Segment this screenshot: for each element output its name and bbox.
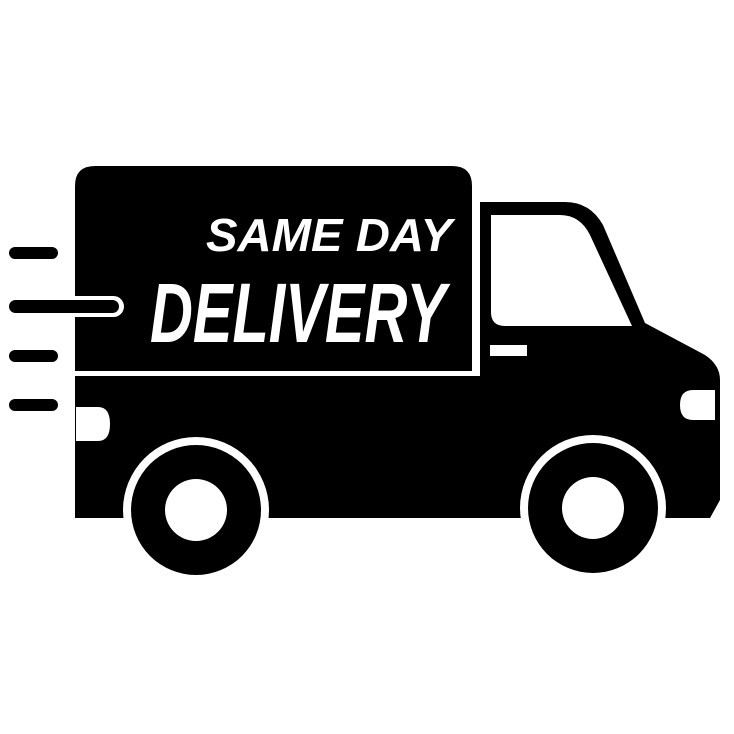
cargo-box [75,166,472,372]
rear-light-icon [76,407,110,441]
speed-lines-icon [9,247,58,411]
label-delivery: DELIVERY [150,266,451,360]
label-same-day: SAME DAY [206,209,456,261]
front-wheel-icon [520,435,666,581]
headlight-icon [680,390,715,420]
speed-line-long [9,296,124,317]
separator-line [75,371,480,376]
rear-wheel-icon [123,437,269,583]
door-handle [490,345,527,356]
cab-window [491,215,632,326]
